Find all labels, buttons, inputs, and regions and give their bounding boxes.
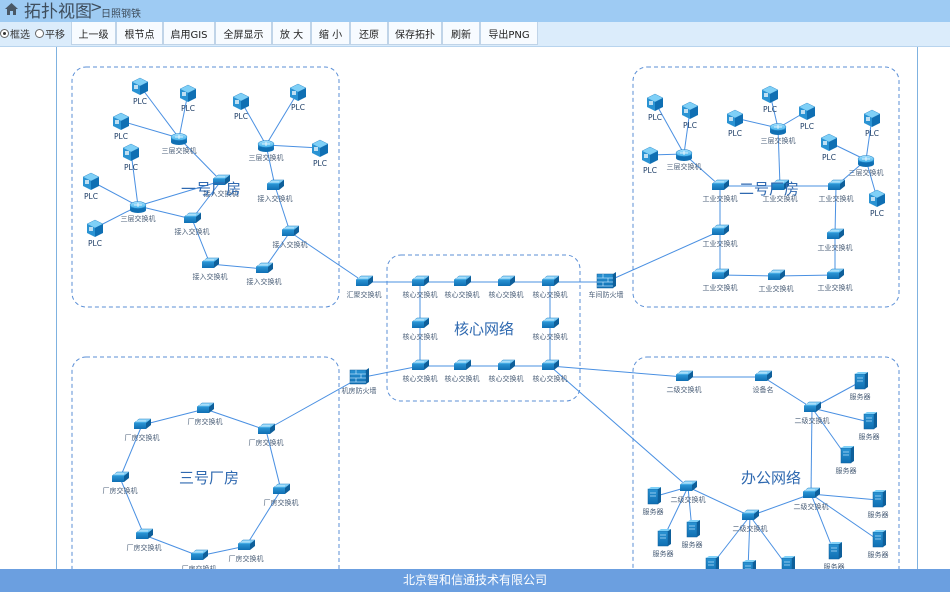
breadcrumb-separator: > [90,0,103,16]
restore-button[interactable]: 还原 [350,22,388,45]
footer-bar: 北京智和信通技术有限公司 [0,569,950,592]
pan-mode-radio[interactable]: 平移 [35,26,65,41]
toolbar: 框选 平移 上一级 根节点 启用GIS 全屏显示 放 大 缩 小 还原 保存拓扑… [0,22,950,47]
refresh-button[interactable]: 刷新 [442,22,480,45]
export-png-button[interactable]: 导出PNG [480,22,538,45]
pan-mode-label: 平移 [45,30,65,41]
zoom-out-button[interactable]: 缩 小 [311,22,350,45]
breadcrumb-current[interactable]: 日照钢铁 [101,9,141,20]
fullscreen-button[interactable]: 全屏显示 [215,22,272,45]
company-name: 北京智和信通技术有限公司 [402,573,547,587]
select-mode-radio[interactable]: 框选 [0,26,30,41]
radio-checked-icon [0,29,9,38]
enable-gis-button[interactable]: 启用GIS [163,22,215,45]
radio-unchecked-icon [35,29,44,38]
zoom-in-button[interactable]: 放 大 [272,22,311,45]
topology-canvas-frame [56,47,918,569]
home-icon[interactable] [4,2,19,16]
save-topology-button[interactable]: 保存拓扑 [388,22,442,45]
select-mode-label: 框选 [10,30,30,41]
page-title: 拓扑视图 [24,2,92,22]
title-bar: 拓扑视图 > 日照钢铁 [0,0,950,22]
up-level-button[interactable]: 上一级 [71,22,116,45]
root-node-button[interactable]: 根节点 [116,22,163,45]
